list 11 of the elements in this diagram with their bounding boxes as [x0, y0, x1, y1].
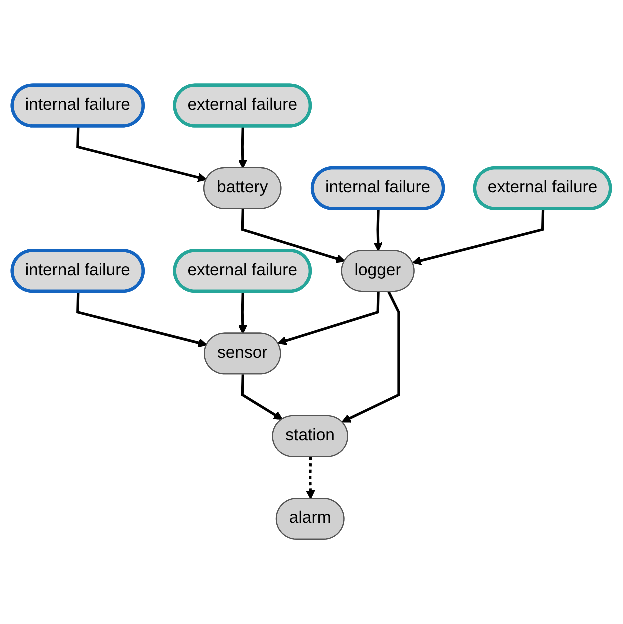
arrow — [76, 126, 208, 182]
arrow — [76, 292, 208, 348]
arrow — [238, 292, 248, 334]
arrow — [241, 208, 346, 263]
arrow — [241, 374, 284, 420]
arrow — [306, 456, 316, 500]
arrow — [342, 291, 400, 422]
arrow — [412, 208, 545, 265]
arrow — [278, 292, 380, 346]
arrow — [238, 126, 248, 169]
arrow — [374, 208, 383, 252]
